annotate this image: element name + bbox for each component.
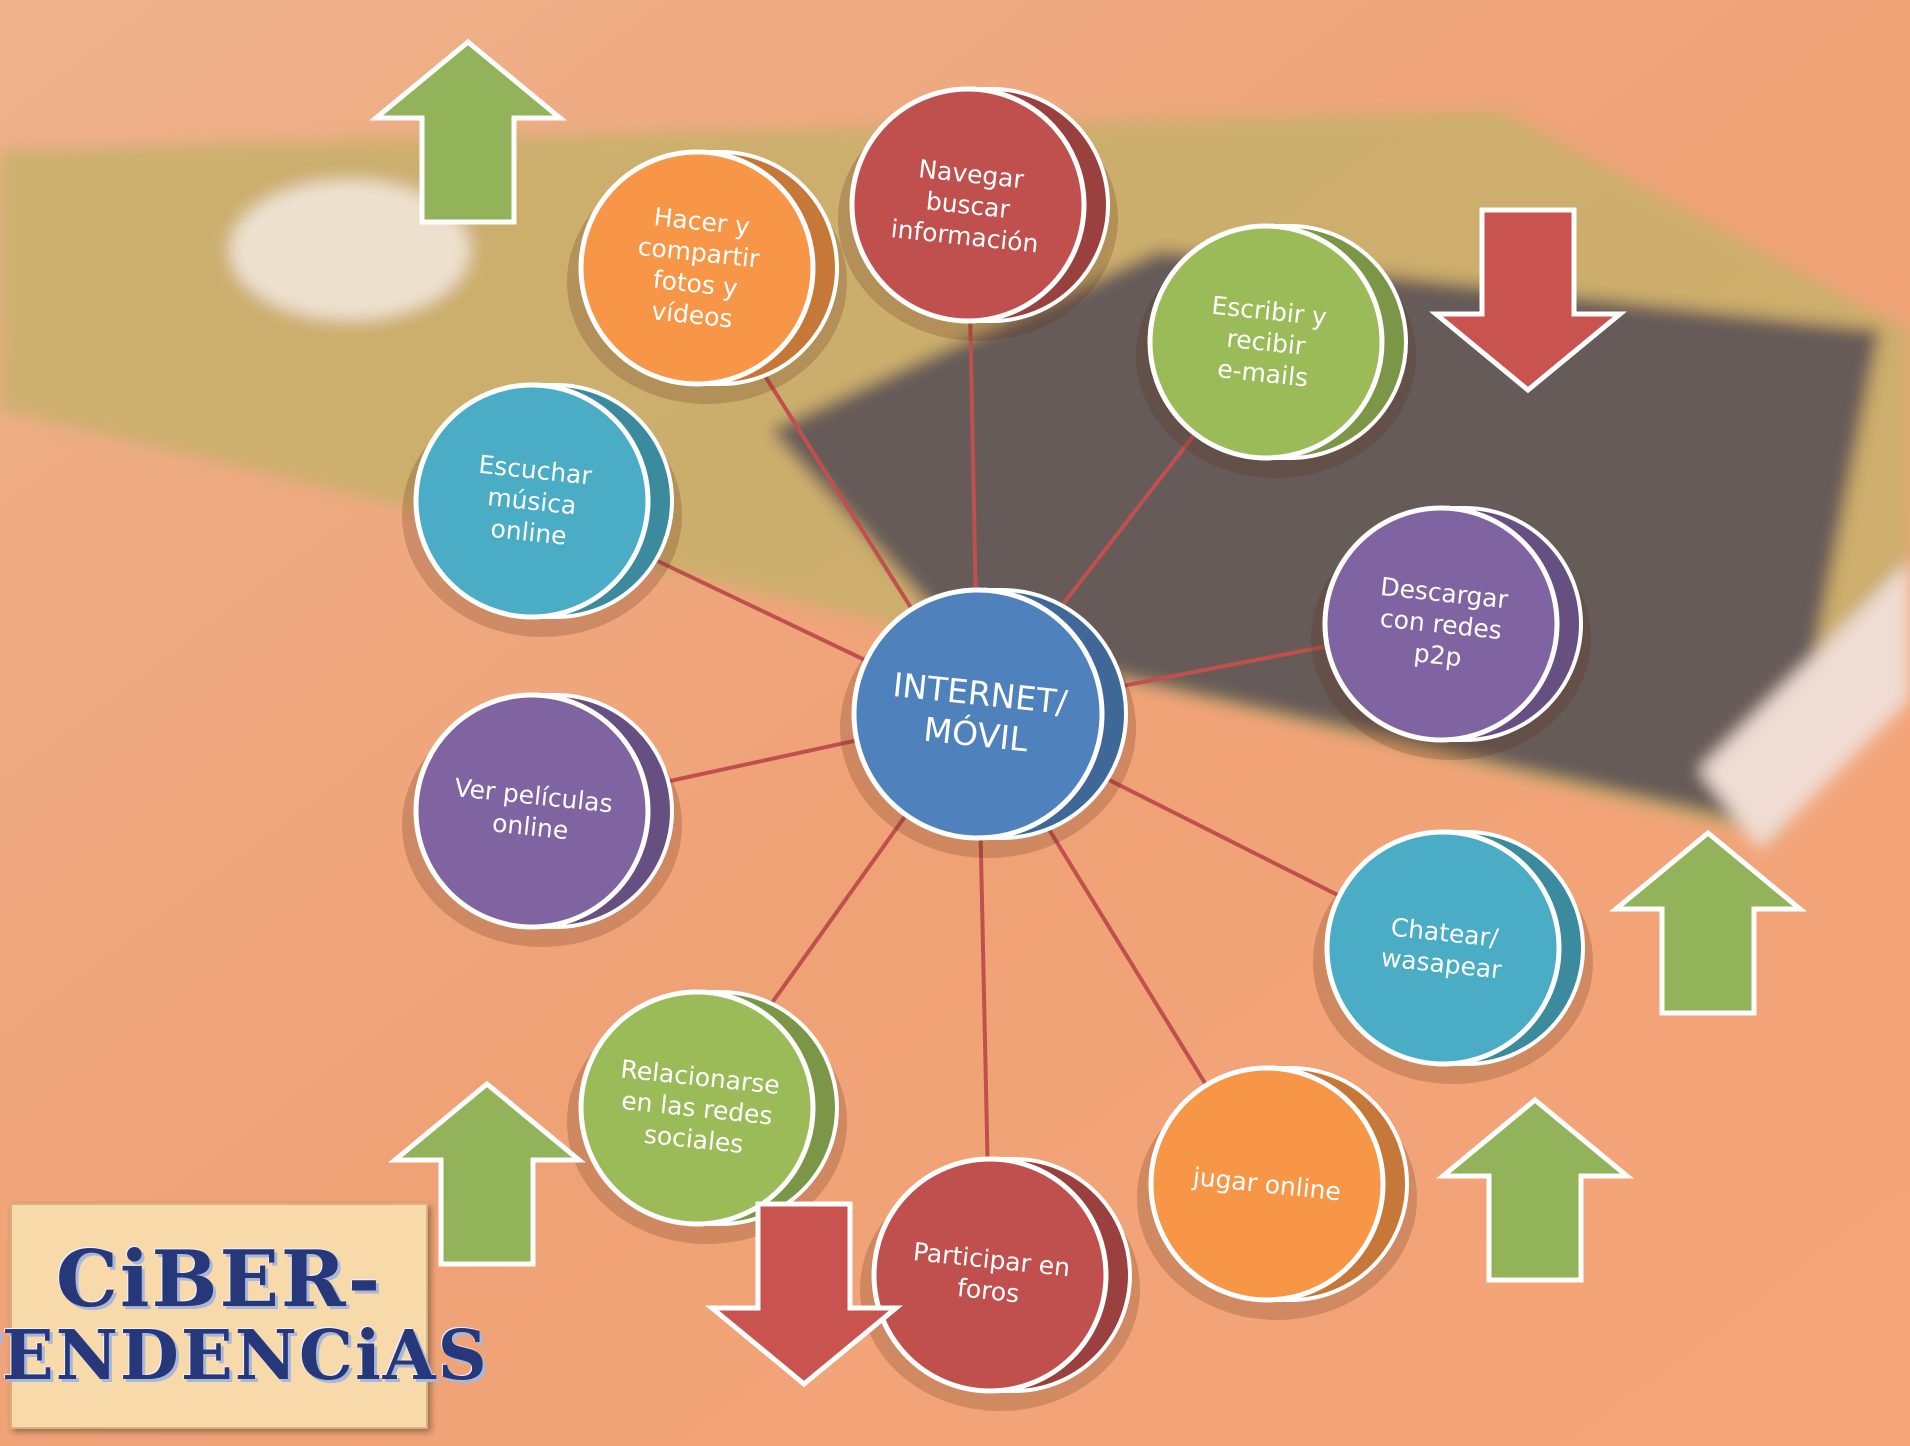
logo-line-1: CiBER- xyxy=(55,1234,383,1326)
arrow-down-emails xyxy=(1429,207,1627,394)
center-node: INTERNET/MÓVIL xyxy=(840,587,1136,858)
foros-label-line: foros xyxy=(956,1273,1021,1308)
arrow-up-fotos xyxy=(369,38,567,225)
arrow-up-jugar xyxy=(1436,1096,1634,1283)
node-chatear: Chatear/wasapear xyxy=(1313,829,1593,1084)
arrow-up-redes-sociales xyxy=(388,1080,586,1267)
logo-line-2: TENDENCiAS xyxy=(0,1316,489,1397)
node-jugar: jugar online xyxy=(1137,1065,1417,1320)
descargar-label-line: p2p xyxy=(1412,638,1462,672)
arrow-up-chatear xyxy=(1609,829,1807,1016)
logo-ciber-tendencias: CiBER- TENDENCiAS xyxy=(0,1203,487,1429)
arrow-down-foros xyxy=(705,1201,903,1388)
